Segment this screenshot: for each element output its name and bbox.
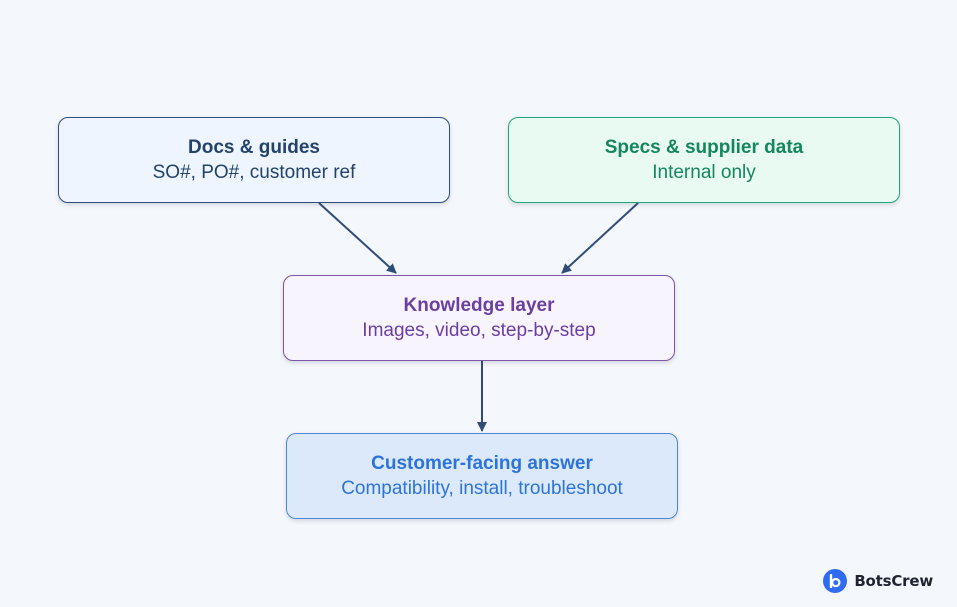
node-title: Knowledge layer [403,295,555,316]
node-title: Docs & guides [188,137,320,158]
node-subtitle: Internal only [652,162,756,183]
botscrew-logo-icon [823,569,848,593]
node-subtitle: SO#, PO#, customer ref [152,162,356,183]
node-title: Specs & supplier data [604,137,804,158]
brand-name: BotsCrew [854,572,933,590]
node-docs-guides: Docs & guides SO#, PO#, customer ref [58,117,450,203]
node-title: Customer-facing answer [371,453,593,474]
node-subtitle: Compatibility, install, troubleshoot [341,478,623,499]
node-specs-supplier-data: Specs & supplier data Internal only [508,117,900,203]
node-subtitle: Images, video, step-by-step [362,320,596,341]
arrow-specs-to-knowledge [561,202,639,274]
node-customer-facing-answer: Customer-facing answer Compatibility, in… [286,433,678,519]
node-knowledge-layer: Knowledge layer Images, video, step-by-s… [283,275,675,361]
arrow-docs-to-knowledge [318,202,397,274]
brand-logo: BotsCrew [823,569,933,593]
